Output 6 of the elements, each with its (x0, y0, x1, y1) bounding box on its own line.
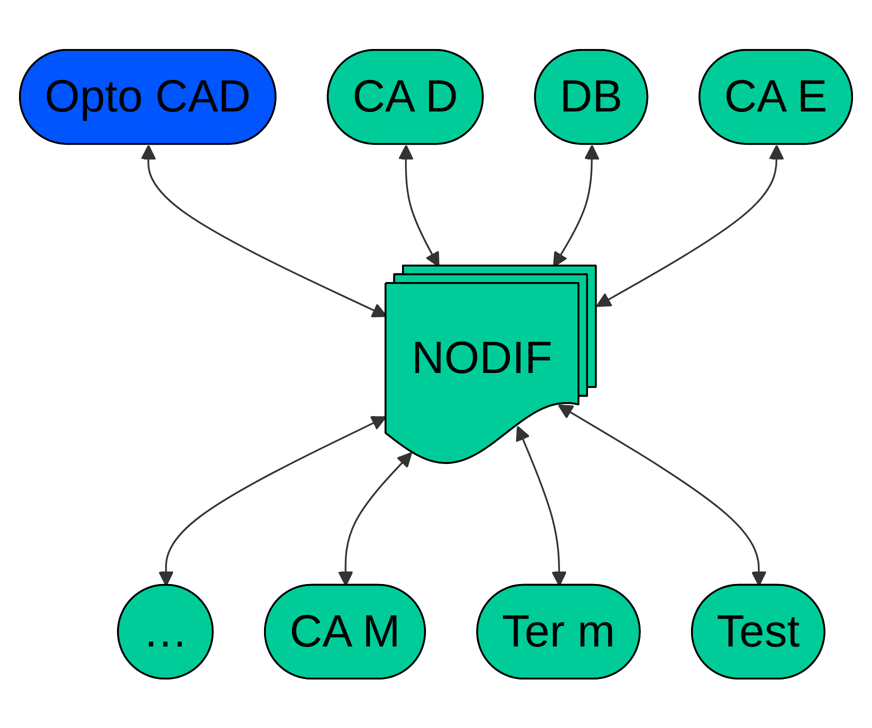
arrow (140, 144, 388, 318)
arrow (338, 452, 412, 586)
arrow (158, 416, 386, 586)
arrow (558, 404, 766, 586)
arrow (516, 426, 567, 586)
arrow (596, 144, 784, 307)
